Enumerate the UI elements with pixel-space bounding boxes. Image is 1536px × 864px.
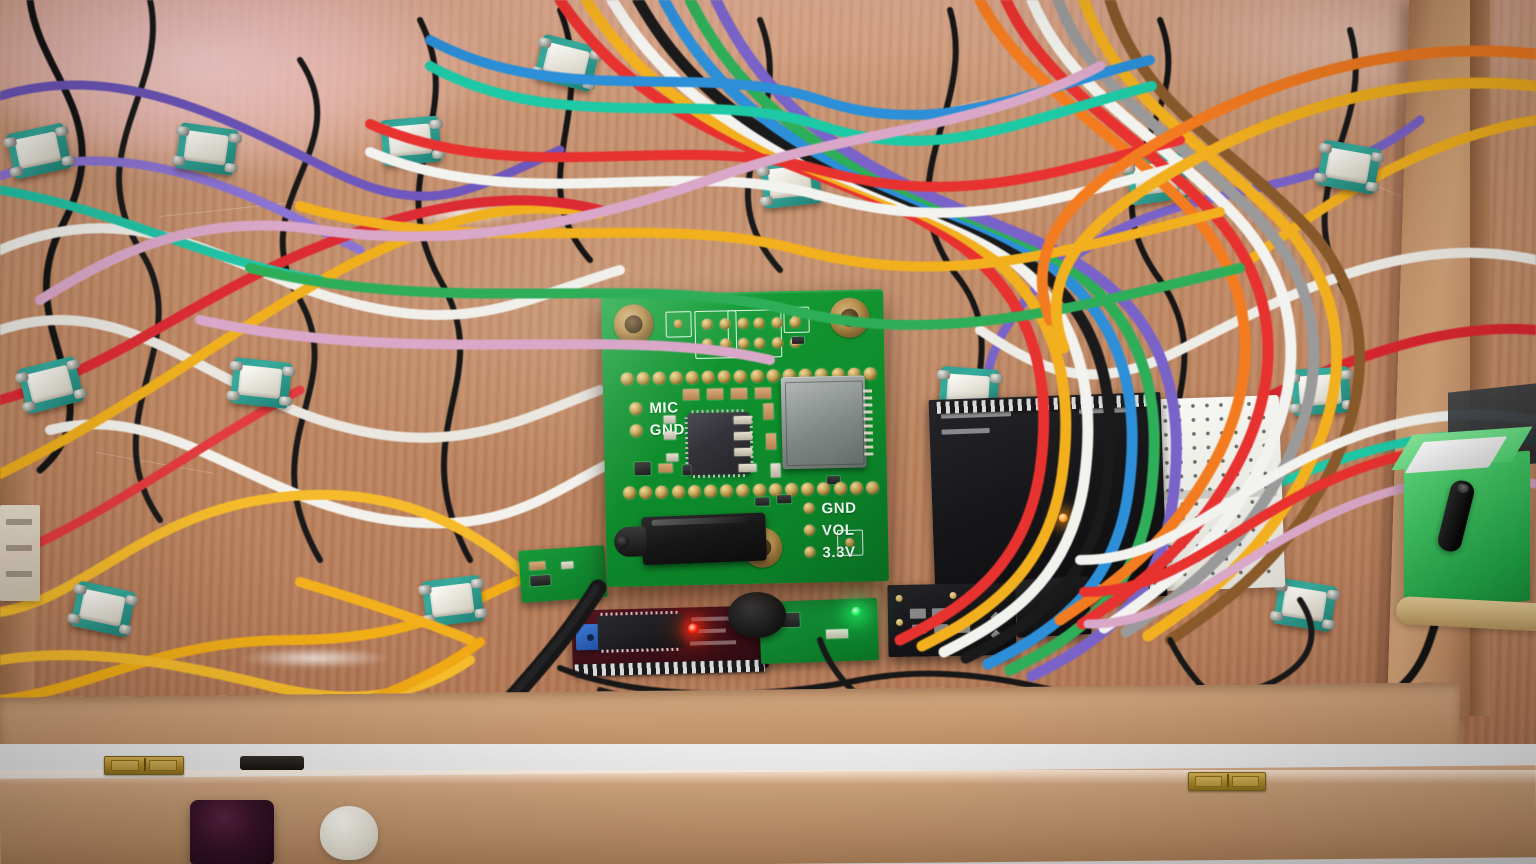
- left-white-bracket: [0, 505, 40, 601]
- speaker-element: [728, 592, 786, 638]
- glue-smudge: [240, 648, 390, 668]
- green-plastic-case: [1391, 426, 1533, 610]
- hinge-left: [104, 756, 184, 775]
- lid-edge-highlight: [0, 770, 1536, 784]
- dark-knob-object: [190, 800, 274, 864]
- latch-plate: [240, 756, 304, 770]
- white-pebble-object: [320, 806, 378, 860]
- hinge-right: [1188, 772, 1266, 791]
